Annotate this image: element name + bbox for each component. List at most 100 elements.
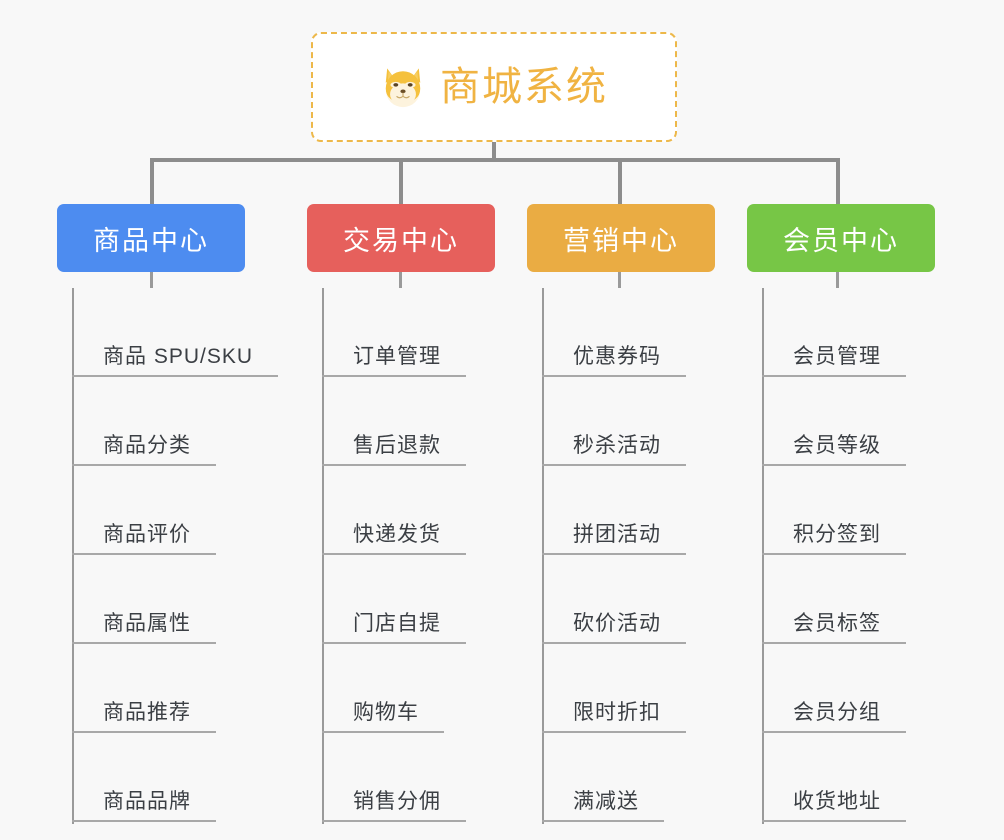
list-item-underline [322, 642, 466, 644]
list-item-underline [542, 731, 686, 733]
list-item[interactable]: 限时折扣 [527, 644, 767, 733]
list-item[interactable]: 会员标签 [747, 555, 987, 644]
list-item[interactable]: 商品品牌 [57, 733, 297, 822]
list-item[interactable]: 售后退款 [307, 377, 547, 466]
list-item-label: 商品属性 [103, 612, 191, 635]
list-item[interactable]: 购物车 [307, 644, 547, 733]
column-trade-center: 交易中心 订单管理 售后退款 快递发货 门店自提 购物车 [307, 204, 547, 828]
list-item[interactable]: 商品 SPU/SKU [57, 288, 297, 377]
list-item-label: 购物车 [353, 701, 419, 724]
list-item[interactable]: 门店自提 [307, 555, 547, 644]
list-item-underline [72, 464, 216, 466]
list-item-underline [762, 553, 906, 555]
list-item-underline [72, 731, 216, 733]
leaf-rail [762, 288, 764, 824]
list-item-label: 商品品牌 [103, 790, 191, 813]
list-item[interactable]: 商品分类 [57, 377, 297, 466]
list-item[interactable]: 优惠券码 [527, 288, 767, 377]
list-item[interactable]: 收货地址 [747, 733, 987, 822]
connector-drop-trade-center [399, 158, 403, 206]
list-item[interactable]: 秒杀活动 [527, 377, 767, 466]
list-item-underline [762, 820, 906, 822]
list-item-label: 积分签到 [793, 523, 881, 546]
list-item-label: 会员管理 [793, 345, 881, 368]
list-item-label: 会员标签 [793, 612, 881, 635]
list-item[interactable]: 快递发货 [307, 466, 547, 555]
list-item-underline [72, 553, 216, 555]
list-item[interactable]: 会员管理 [747, 288, 987, 377]
list-item-underline [762, 464, 906, 466]
list-item-underline [542, 642, 686, 644]
connector-drop-member-center [836, 158, 840, 206]
list-item-underline [542, 375, 686, 377]
leaf-list-trade-center: 订单管理 售后退款 快递发货 门店自提 购物车 销售分佣 [307, 288, 547, 828]
leaf-rail [72, 288, 74, 824]
list-item[interactable]: 商品属性 [57, 555, 297, 644]
list-item-underline [72, 375, 278, 377]
list-item-label: 会员分组 [793, 701, 881, 724]
connector-nub-product-center [150, 272, 153, 288]
list-item-underline [542, 464, 686, 466]
column-header-label: 营销中心 [563, 225, 679, 256]
list-item-underline [322, 553, 466, 555]
shiba-dog-face-icon [385, 68, 421, 108]
list-item-label: 砍价活动 [573, 612, 661, 635]
column-header-member-center[interactable]: 会员中心 [747, 204, 935, 272]
leaf-list-member-center: 会员管理 会员等级 积分签到 会员标签 会员分组 收货地址 [747, 288, 987, 828]
connector-drop-marketing-center [618, 158, 622, 206]
list-item-label: 商品推荐 [103, 701, 191, 724]
list-item-underline [72, 820, 216, 822]
column-member-center: 会员中心 会员管理 会员等级 积分签到 会员标签 会员分组 [747, 204, 987, 828]
column-header-label: 商品中心 [93, 225, 209, 256]
connector-drop-product-center [150, 158, 154, 206]
root-node-mall-system[interactable]: 商城系统 [311, 32, 677, 142]
list-item[interactable]: 砍价活动 [527, 555, 767, 644]
column-header-trade-center[interactable]: 交易中心 [307, 204, 495, 272]
list-item-underline [762, 642, 906, 644]
list-item-label: 售后退款 [353, 434, 441, 457]
list-item[interactable]: 会员分组 [747, 644, 987, 733]
list-item-label: 商品 SPU/SKU [103, 345, 254, 368]
list-item-underline [72, 642, 216, 644]
connector-nub-marketing-center [618, 272, 621, 288]
column-marketing-center: 营销中心 优惠券码 秒杀活动 拼团活动 砍价活动 限时折扣 [527, 204, 767, 828]
list-item-underline [322, 464, 466, 466]
connector-nub-member-center [836, 272, 839, 288]
list-item-label: 订单管理 [353, 345, 441, 368]
connector-nub-trade-center [399, 272, 402, 288]
list-item-underline [542, 553, 686, 555]
column-header-label: 会员中心 [783, 225, 899, 256]
leaf-list-marketing-center: 优惠券码 秒杀活动 拼团活动 砍价活动 限时折扣 满减送 [527, 288, 767, 828]
list-item-underline [762, 731, 906, 733]
column-header-label: 交易中心 [343, 225, 459, 256]
list-item-label: 满减送 [573, 790, 639, 813]
leaf-rail [542, 288, 544, 824]
column-product-center: 商品中心 商品 SPU/SKU 商品分类 商品评价 商品属性 商品推荐 [57, 204, 297, 828]
list-item[interactable]: 会员等级 [747, 377, 987, 466]
list-item[interactable]: 商品评价 [57, 466, 297, 555]
list-item-label: 商品分类 [103, 434, 191, 457]
list-item-label: 门店自提 [353, 612, 441, 635]
list-item[interactable]: 满减送 [527, 733, 767, 822]
list-item-underline [762, 375, 906, 377]
list-item-label: 限时折扣 [573, 701, 661, 724]
list-item-label: 拼团活动 [573, 523, 661, 546]
list-item-label: 快递发货 [353, 523, 441, 546]
leaf-list-product-center: 商品 SPU/SKU 商品分类 商品评价 商品属性 商品推荐 商品品牌 [57, 288, 297, 828]
list-item[interactable]: 订单管理 [307, 288, 547, 377]
list-item-label: 收货地址 [793, 790, 881, 813]
list-item-label: 优惠券码 [573, 345, 661, 368]
list-item[interactable]: 商品推荐 [57, 644, 297, 733]
column-header-product-center[interactable]: 商品中心 [57, 204, 245, 272]
list-item[interactable]: 积分签到 [747, 466, 987, 555]
list-item[interactable]: 拼团活动 [527, 466, 767, 555]
list-item-label: 秒杀活动 [573, 434, 661, 457]
root-node-label: 商城系统 [440, 65, 608, 109]
list-item[interactable]: 销售分佣 [307, 733, 547, 822]
connector-horizontal-bar [150, 158, 840, 162]
list-item-label: 商品评价 [103, 523, 191, 546]
connector-stem [492, 142, 496, 162]
column-header-marketing-center[interactable]: 营销中心 [527, 204, 715, 272]
list-item-underline [322, 820, 466, 822]
